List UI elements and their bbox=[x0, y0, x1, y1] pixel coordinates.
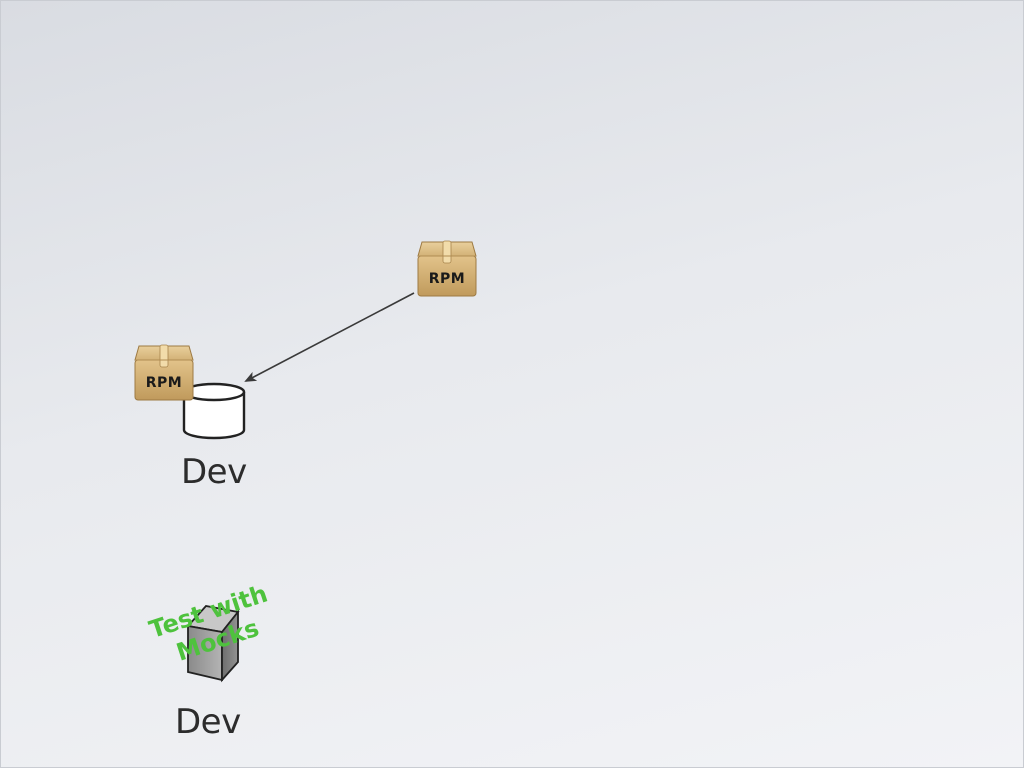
dev-top-label: Dev bbox=[181, 452, 247, 492]
server-box-icon bbox=[186, 605, 240, 683]
rpm-left-label: RPM bbox=[145, 375, 183, 391]
rpm-package-left: RPM bbox=[133, 342, 195, 402]
database-cylinder-icon bbox=[182, 382, 246, 440]
rpm-package-icon bbox=[417, 240, 477, 297]
deploy-arrow-icon bbox=[244, 292, 415, 382]
rpm-package-right: RPM bbox=[416, 238, 478, 298]
rpm-package-icon bbox=[134, 344, 194, 401]
dev-bottom-label: Dev bbox=[175, 702, 241, 742]
rpm-right-label: RPM bbox=[428, 271, 466, 287]
